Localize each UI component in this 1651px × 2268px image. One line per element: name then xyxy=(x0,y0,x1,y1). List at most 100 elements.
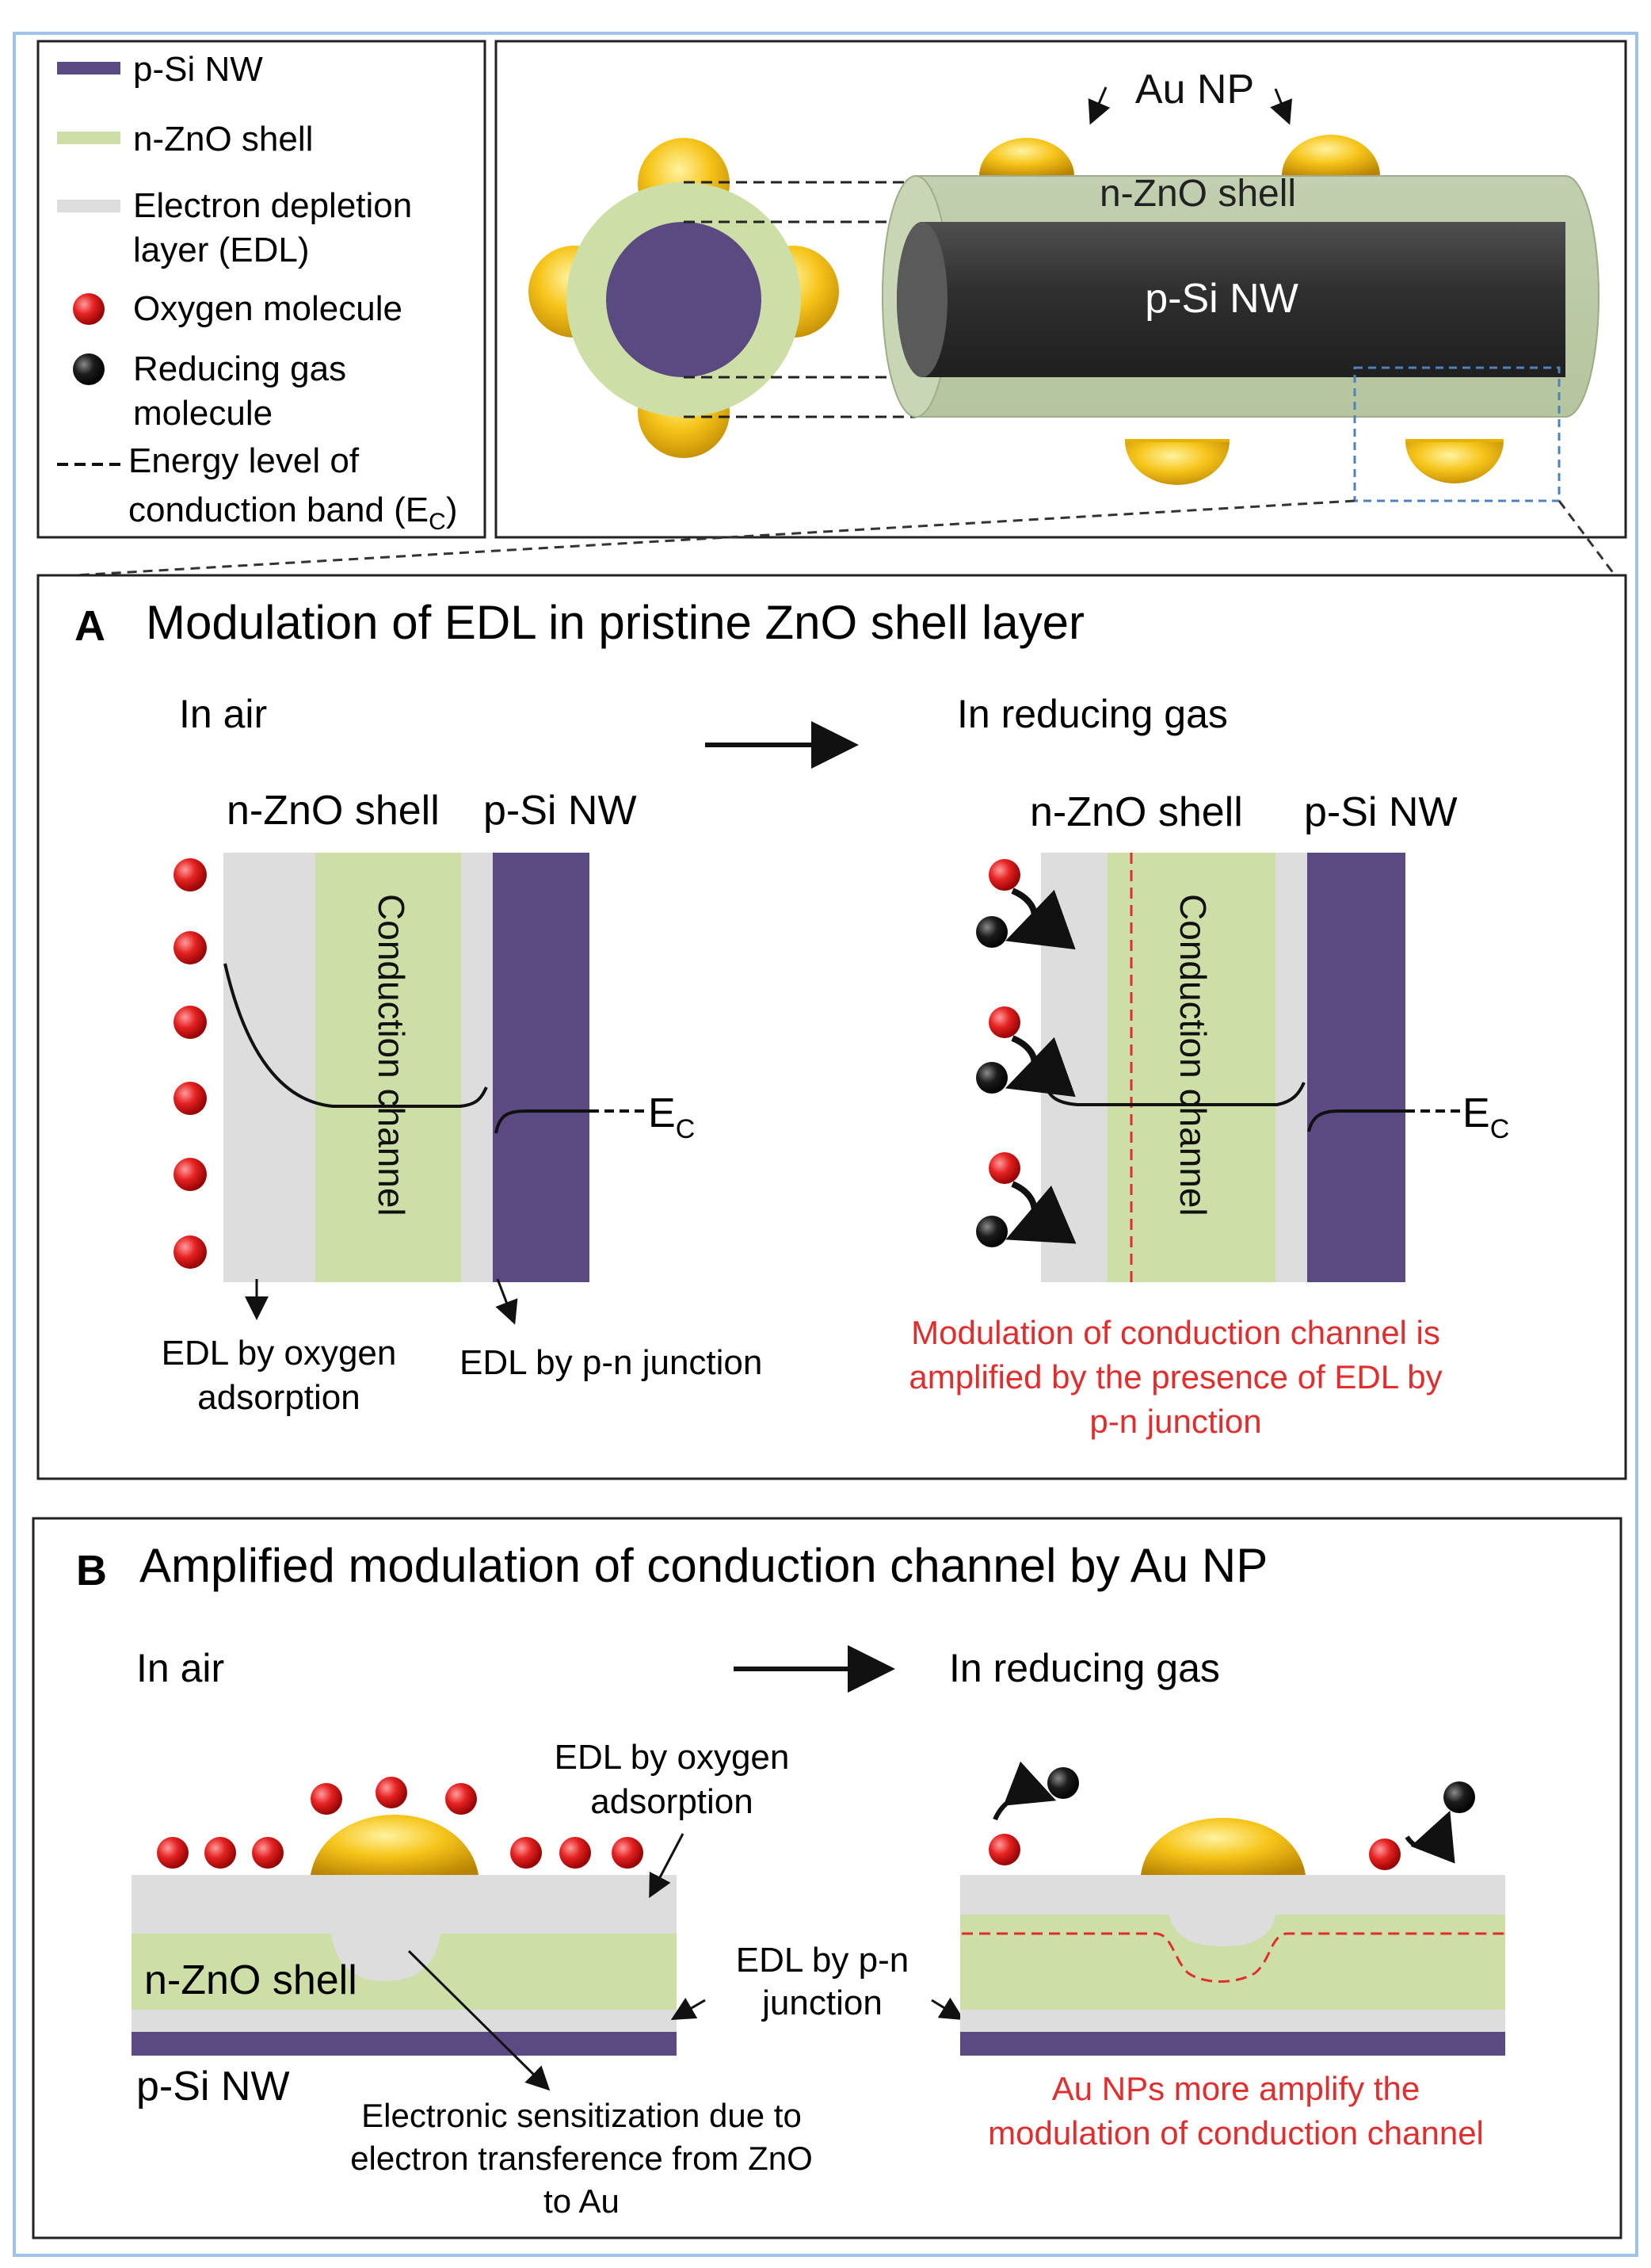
oxygen-molecule xyxy=(157,1837,189,1869)
panel-b-edl-pn-2: junction xyxy=(761,1984,883,2022)
panel-a-reducing-ec-label: EC xyxy=(1462,1090,1509,1144)
panel-b: B Amplified modulation of conduction cha… xyxy=(32,1517,1622,2239)
desorption-arrow-right-icon xyxy=(1405,1810,1455,1864)
legend-label-energy-2: conduction band (EC) xyxy=(128,491,457,535)
au-np-bottom-row xyxy=(1125,439,1504,485)
reaction-arrow-icon xyxy=(1005,888,1076,950)
psi-layer xyxy=(132,2032,677,2056)
oxygen-molecule xyxy=(204,1837,236,1869)
conduction-channel-reducing xyxy=(1108,853,1275,1282)
au-np-reducing xyxy=(1141,1818,1306,1875)
panel-a-air-diagram: n-ZnO shell p-Si NW Conduction channel E… xyxy=(162,788,763,1417)
oxygen-molecule xyxy=(989,1006,1020,1038)
legend-label-oxygen: Oxygen molecule xyxy=(133,289,402,328)
panel-b-edl-oxygen-1: EDL by oxygen xyxy=(555,1738,790,1777)
oxygen-molecule xyxy=(989,1834,1020,1865)
reaction-group-3 xyxy=(976,1152,1077,1247)
psi-layer-reducing xyxy=(960,2032,1505,2056)
ec-curve-reducing-core xyxy=(1307,1109,1405,1132)
oxygen-molecule xyxy=(559,1837,591,1869)
zoom-line-right xyxy=(1558,500,1618,578)
au-depletion-region-reducing xyxy=(1169,1915,1275,1946)
panel-a-air-ec-label: EC xyxy=(648,1090,695,1144)
sensitization-arrow-icon xyxy=(407,1949,551,2091)
oxygen-molecule-icon xyxy=(73,293,105,325)
oxygen-molecule xyxy=(173,1235,207,1269)
panel-a-reducing-channel-label: Conduction channel xyxy=(1172,894,1214,1216)
au-np-cylinder-bottom-1 xyxy=(1125,441,1230,485)
panel-b-air-diagram: EDL by oxygen adsorption n-ZnO shell p-S… xyxy=(132,1738,813,2220)
nanowire-panel: n-ZnO shell p-Si NW Au NP xyxy=(494,40,1627,539)
oxygen-molecule xyxy=(510,1837,542,1869)
edl-pn-layer xyxy=(132,2010,677,2032)
reaction-group-2 xyxy=(976,1006,1076,1098)
ec-curve-air-shell xyxy=(223,963,488,1108)
psi-core-cross-section xyxy=(606,222,761,377)
au-np-cylinder-top-2 xyxy=(1282,135,1380,176)
core-end-face xyxy=(897,222,948,377)
oxygen-molecule xyxy=(173,1082,207,1115)
panel-a-title: Modulation of EDL in pristine ZnO shell … xyxy=(146,596,1085,649)
panel-b-edl-oxygen-2: adsorption xyxy=(590,1782,753,1821)
nanowire-shell-label: n-ZnO shell xyxy=(1100,173,1296,215)
panel-a-red-note-2: amplified by the presence of EDL by xyxy=(909,1358,1442,1396)
panel-b-in-reducing: In reducing gas xyxy=(949,1646,1220,1690)
reducing-gas-molecule xyxy=(1047,1767,1079,1799)
legend-label-reducing-2: molecule xyxy=(133,394,273,433)
oxygen-molecules-air-b xyxy=(157,1777,643,1869)
reaction-arrow-icon xyxy=(1005,1035,1076,1098)
panel-b-edl-pn-1: EDL by p-n xyxy=(736,1941,909,1980)
panel-a-reducing-shell-label: n-ZnO shell xyxy=(1030,789,1243,835)
panel-b-edl-pn-arrow-right-icon xyxy=(931,1997,965,2021)
panel-a-air-channel-label: Conduction channel xyxy=(371,894,412,1216)
edl-pn-region xyxy=(461,853,493,1282)
ec-curve-air-core xyxy=(494,1109,589,1134)
channel-boundary-line xyxy=(962,1932,1505,1983)
zoom-box xyxy=(1353,366,1561,502)
panel-b-shell-label: n-ZnO shell xyxy=(144,1957,357,2003)
oxygen-column-air xyxy=(173,858,207,1269)
panel-a: A Modulation of EDL in pristine ZnO shel… xyxy=(36,574,1627,1480)
panel-a-red-note-1: Modulation of conduction channel is xyxy=(911,1314,1440,1351)
panel-a-in-reducing: In reducing gas xyxy=(957,692,1228,736)
psi-swatch-icon xyxy=(57,62,120,74)
panel-b-red-note-1: Au NPs more amplify the xyxy=(1052,2070,1420,2107)
nanowire-core-label: p-Si NW xyxy=(1145,276,1298,322)
oxygen-molecule xyxy=(252,1837,284,1869)
panel-b-edl-oxygen-arrow-icon xyxy=(649,1833,684,1899)
projection-lines xyxy=(684,181,916,418)
zoom-line-left xyxy=(47,499,1355,578)
oxygen-molecule xyxy=(989,859,1020,891)
legend-label-zno: n-ZnO shell xyxy=(133,120,313,158)
outer-frame xyxy=(13,32,1638,2257)
zno-swatch-icon xyxy=(57,132,120,144)
panel-b-edl-pn-arrow-left-icon xyxy=(670,1997,706,2021)
oxygen-molecule xyxy=(173,931,207,964)
conduction-channel-air xyxy=(315,853,461,1282)
oxygen-molecule xyxy=(612,1837,643,1869)
panel-a-air-shell-label: n-ZnO shell xyxy=(227,788,440,834)
cross-section xyxy=(528,138,839,458)
legend-label-edl-1: Electron depletion xyxy=(133,186,412,225)
nanowire-cylinder xyxy=(882,175,1600,418)
reducing-gas-molecule xyxy=(1443,1781,1475,1813)
edl-oxygen-layer xyxy=(132,1875,677,1934)
panel-b-in-air: In air xyxy=(136,1646,224,1690)
legend-label-reducing-1: Reducing gas xyxy=(133,349,346,388)
edl-pn-layer-reducing xyxy=(960,2010,1505,2032)
au-np-top-row xyxy=(979,135,1380,176)
oxygen-molecule xyxy=(173,1006,207,1039)
au-np-cylinder-bottom-2 xyxy=(1405,441,1504,483)
legend-label-edl-2: layer (EDL) xyxy=(133,231,310,269)
oxygen-molecule xyxy=(1369,1838,1401,1870)
psi-region-air xyxy=(493,853,589,1282)
sensitization-text-2: electron transference from ZnO xyxy=(350,2140,813,2177)
edl-pn-arrow-icon xyxy=(495,1278,518,1325)
psi-core-cylinder xyxy=(897,222,1565,377)
panel-b-core-label: p-Si NW xyxy=(136,2064,290,2110)
legend-label-psi: p-Si NW xyxy=(133,50,263,89)
panel-b-letter: B xyxy=(76,1547,107,1594)
edl-pn-region-reducing xyxy=(1275,853,1307,1282)
panel-a-edl-oxygen-2: adsorption xyxy=(197,1378,360,1417)
panel-a-letter: A xyxy=(74,602,105,650)
